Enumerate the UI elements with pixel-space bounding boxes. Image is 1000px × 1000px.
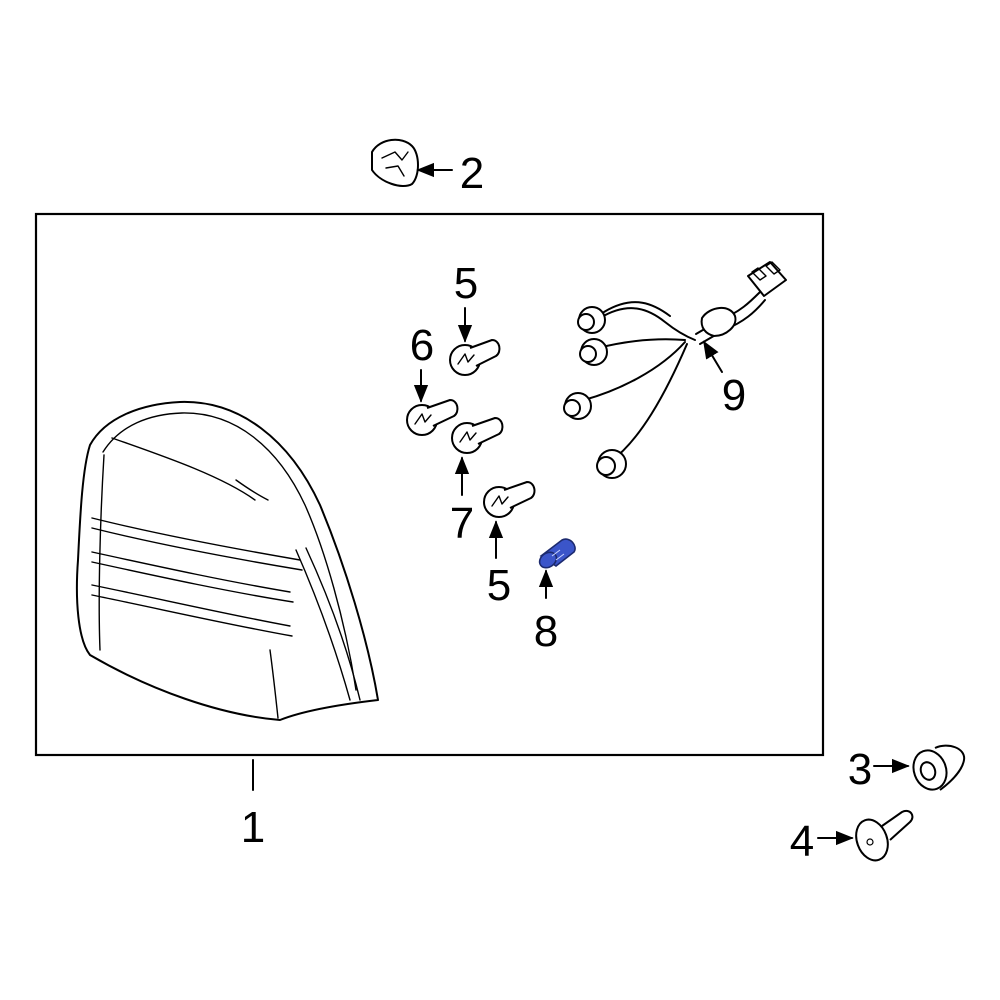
assembly-frame <box>34 212 825 757</box>
callout-2: 2 <box>460 149 484 198</box>
callout-5-lower: 5 <box>487 561 511 610</box>
clip-part[interactable] <box>371 138 419 188</box>
push-pin-4[interactable] <box>851 810 914 865</box>
callout-6: 6 <box>410 321 434 370</box>
bulb-5-lower[interactable] <box>483 481 536 518</box>
wedge-bulb-8[interactable] <box>537 538 576 571</box>
wiring-harness[interactable] <box>563 261 787 479</box>
callout-1: 1 <box>241 803 265 852</box>
bulb-7[interactable] <box>451 417 504 454</box>
callout-7: 7 <box>450 499 474 548</box>
tail-lamp-housing[interactable] <box>75 400 379 721</box>
grommet-3[interactable] <box>908 744 966 795</box>
bulb-5-upper[interactable] <box>449 339 501 376</box>
callout-5-upper: 5 <box>454 259 478 308</box>
callout-8: 8 <box>534 607 558 656</box>
bulb-6[interactable] <box>406 399 459 436</box>
callout-9: 9 <box>722 371 746 420</box>
callout-3: 3 <box>848 745 872 794</box>
callout-4: 4 <box>790 817 814 866</box>
arrow-9 <box>703 340 723 373</box>
